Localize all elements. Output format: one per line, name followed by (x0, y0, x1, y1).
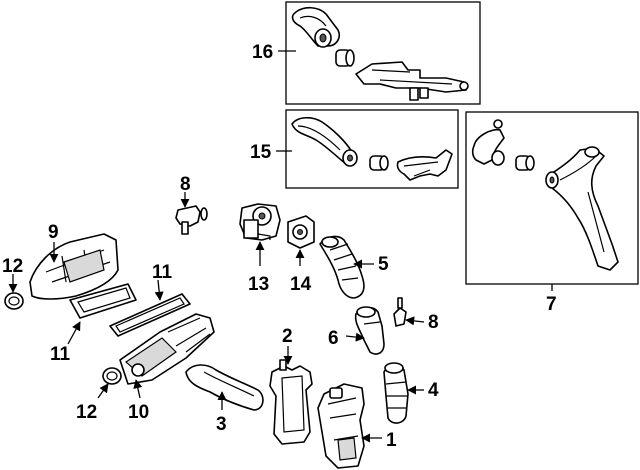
part-8-sensor-lower (393, 297, 407, 327)
frame-part-15 (285, 109, 459, 189)
part-2-bracket (269, 359, 313, 445)
part-4-hose (383, 362, 409, 424)
callout-6: 6 (328, 328, 339, 349)
part-8-sensor-upper (175, 205, 208, 235)
callout-9: 9 (48, 222, 59, 243)
callout-11-left: 11 (50, 344, 71, 365)
part-13-throttle-body (239, 203, 281, 241)
callout-12-left: 12 (2, 256, 23, 277)
leader-8b (405, 316, 425, 326)
leader-6 (345, 332, 365, 342)
part-11-gasket-left (69, 283, 137, 319)
callout-1: 1 (386, 430, 397, 451)
callout-14: 14 (290, 274, 312, 295)
callout-16: 16 (252, 42, 273, 63)
part-11-gasket-right (109, 293, 191, 337)
callout-3: 3 (216, 414, 227, 435)
callout-13: 13 (248, 274, 269, 295)
part-15-assembly (291, 116, 453, 181)
callout-11-right: 11 (152, 262, 173, 283)
callout-8-upper: 8 (180, 174, 191, 195)
callout-10: 10 (128, 402, 149, 423)
callout-5: 5 (378, 254, 389, 275)
part-6-elbow (354, 306, 385, 355)
part-5-hose (319, 235, 365, 299)
callout-8-lower: 8 (428, 312, 439, 333)
part-9-manifold (29, 233, 119, 300)
frame-part-16 (285, 1, 481, 105)
leader-11a (67, 321, 81, 345)
callout-15: 15 (250, 142, 272, 163)
callout-4: 4 (428, 380, 439, 401)
part-3-hose (185, 364, 264, 411)
leader-12b (97, 383, 109, 399)
part-16-assembly (291, 6, 469, 101)
leader-11b (154, 279, 164, 301)
part-1-air-cleaner (317, 383, 365, 469)
part-14-adapter (287, 215, 315, 249)
part-12-oring-left (4, 292, 24, 310)
callout-12-lower: 12 (76, 402, 97, 423)
part-7-assembly (471, 119, 619, 271)
part-12-oring-lower (102, 367, 122, 385)
callout-2: 2 (282, 326, 293, 347)
callout-7: 7 (546, 294, 557, 315)
leader-10 (133, 379, 143, 399)
